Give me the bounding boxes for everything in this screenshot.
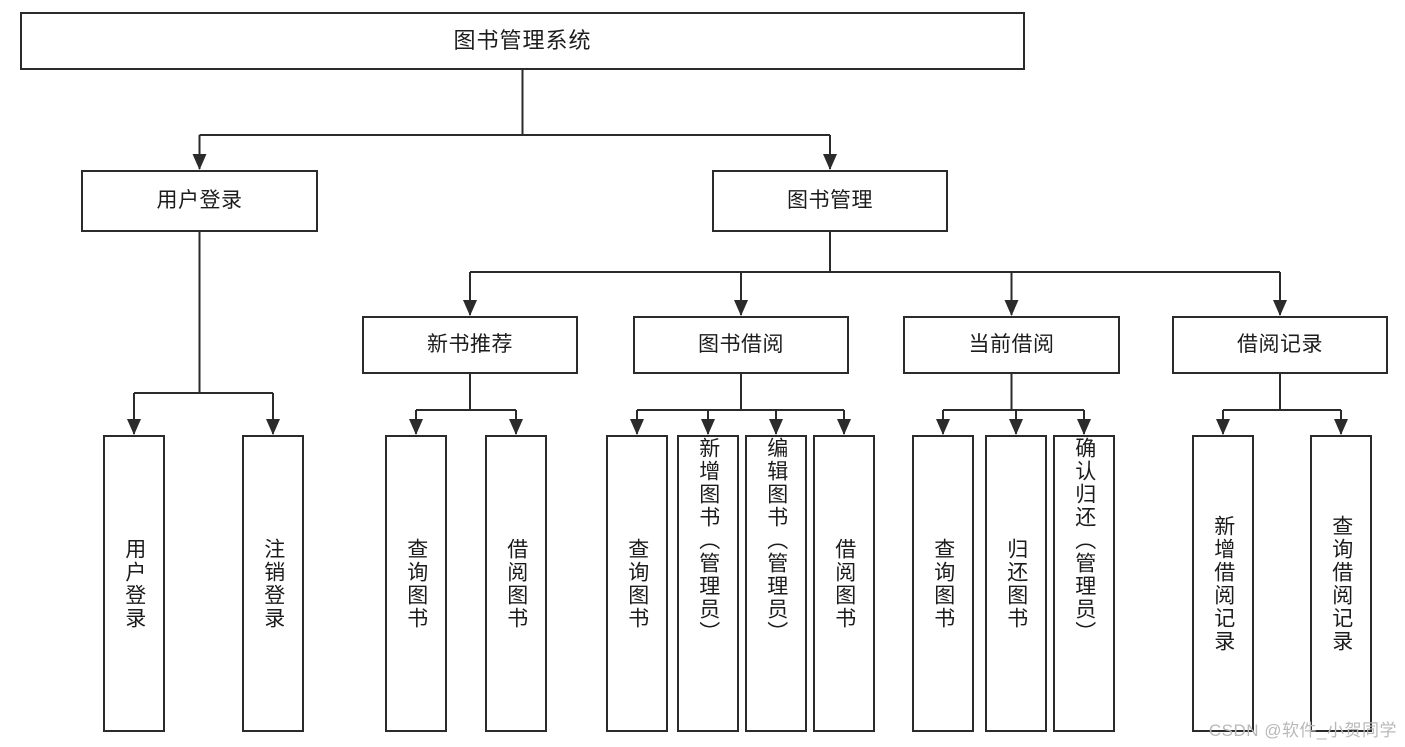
- node-label: 确认归还（管理员）: [1072, 437, 1096, 644]
- node-l_ret[interactable]: 归还图书: [985, 435, 1047, 732]
- node-label: 查询图书: [625, 537, 649, 630]
- node-l_edit[interactable]: 编辑图书（管理员）: [745, 435, 807, 732]
- arrowhead: [409, 419, 423, 435]
- arrowhead: [1216, 419, 1230, 435]
- arrowhead: [701, 419, 715, 435]
- node-l_conf[interactable]: 确认归还（管理员）: [1053, 435, 1115, 732]
- node-label: 新增图书（管理员）: [696, 437, 720, 644]
- node-records[interactable]: 借阅记录: [1172, 316, 1388, 374]
- node-label: 图书管理系统: [453, 28, 592, 54]
- node-label: 借阅图书: [504, 537, 528, 630]
- arrowhead: [1334, 419, 1348, 435]
- arrowhead: [630, 419, 644, 435]
- node-l_addrec[interactable]: 新增借阅记录: [1192, 435, 1254, 732]
- node-label: 编辑图书（管理员）: [764, 437, 788, 644]
- arrowhead: [127, 419, 141, 435]
- node-label: 查询借阅记录: [1329, 514, 1353, 653]
- node-label: 新书推荐: [427, 332, 513, 356]
- node-label: 图书借阅: [698, 332, 784, 356]
- arrowhead: [769, 419, 783, 435]
- node-l_b2[interactable]: 借阅图书: [813, 435, 875, 732]
- node-label: 用户登录: [122, 537, 146, 630]
- arrowhead: [1009, 419, 1023, 435]
- arrowhead: [837, 419, 851, 435]
- arrowhead: [509, 419, 523, 435]
- node-l_q2[interactable]: 查询图书: [606, 435, 668, 732]
- arrowhead: [463, 300, 477, 316]
- arrowhead: [1273, 300, 1287, 316]
- node-bookmgmt[interactable]: 图书管理: [712, 170, 948, 232]
- arrowhead: [1004, 300, 1019, 316]
- node-root[interactable]: 图书管理系统: [20, 12, 1025, 70]
- node-label: 当前借阅: [968, 332, 1055, 356]
- node-l_logout[interactable]: 注销登录: [242, 435, 304, 732]
- arrowhead: [823, 154, 837, 170]
- node-newbook[interactable]: 新书推荐: [362, 316, 578, 374]
- node-l_login[interactable]: 用户登录: [103, 435, 165, 732]
- node-label: 查询图书: [931, 537, 955, 630]
- node-l_q1[interactable]: 查询图书: [385, 435, 447, 732]
- node-borrow[interactable]: 图书借阅: [633, 316, 849, 374]
- node-current[interactable]: 当前借阅: [903, 316, 1120, 374]
- node-label: 图书管理: [787, 188, 873, 212]
- node-label: 用户登录: [156, 188, 243, 212]
- node-l_add[interactable]: 新增图书（管理员）: [677, 435, 739, 732]
- arrowhead: [936, 419, 950, 435]
- node-l_b1[interactable]: 借阅图书: [485, 435, 547, 732]
- node-login[interactable]: 用户登录: [81, 170, 318, 232]
- arrowhead: [266, 419, 280, 435]
- node-label: 新增借阅记录: [1211, 514, 1235, 653]
- node-l_q3[interactable]: 查询图书: [912, 435, 974, 732]
- node-label: 查询图书: [404, 537, 428, 630]
- arrowhead: [734, 300, 748, 316]
- node-l_qrec[interactable]: 查询借阅记录: [1310, 435, 1372, 732]
- node-label: 注销登录: [261, 537, 285, 630]
- node-label: 借阅图书: [832, 537, 856, 630]
- node-label: 借阅记录: [1237, 332, 1323, 356]
- arrowhead: [192, 154, 207, 170]
- arrowhead: [1077, 419, 1091, 435]
- node-label: 归还图书: [1004, 537, 1028, 630]
